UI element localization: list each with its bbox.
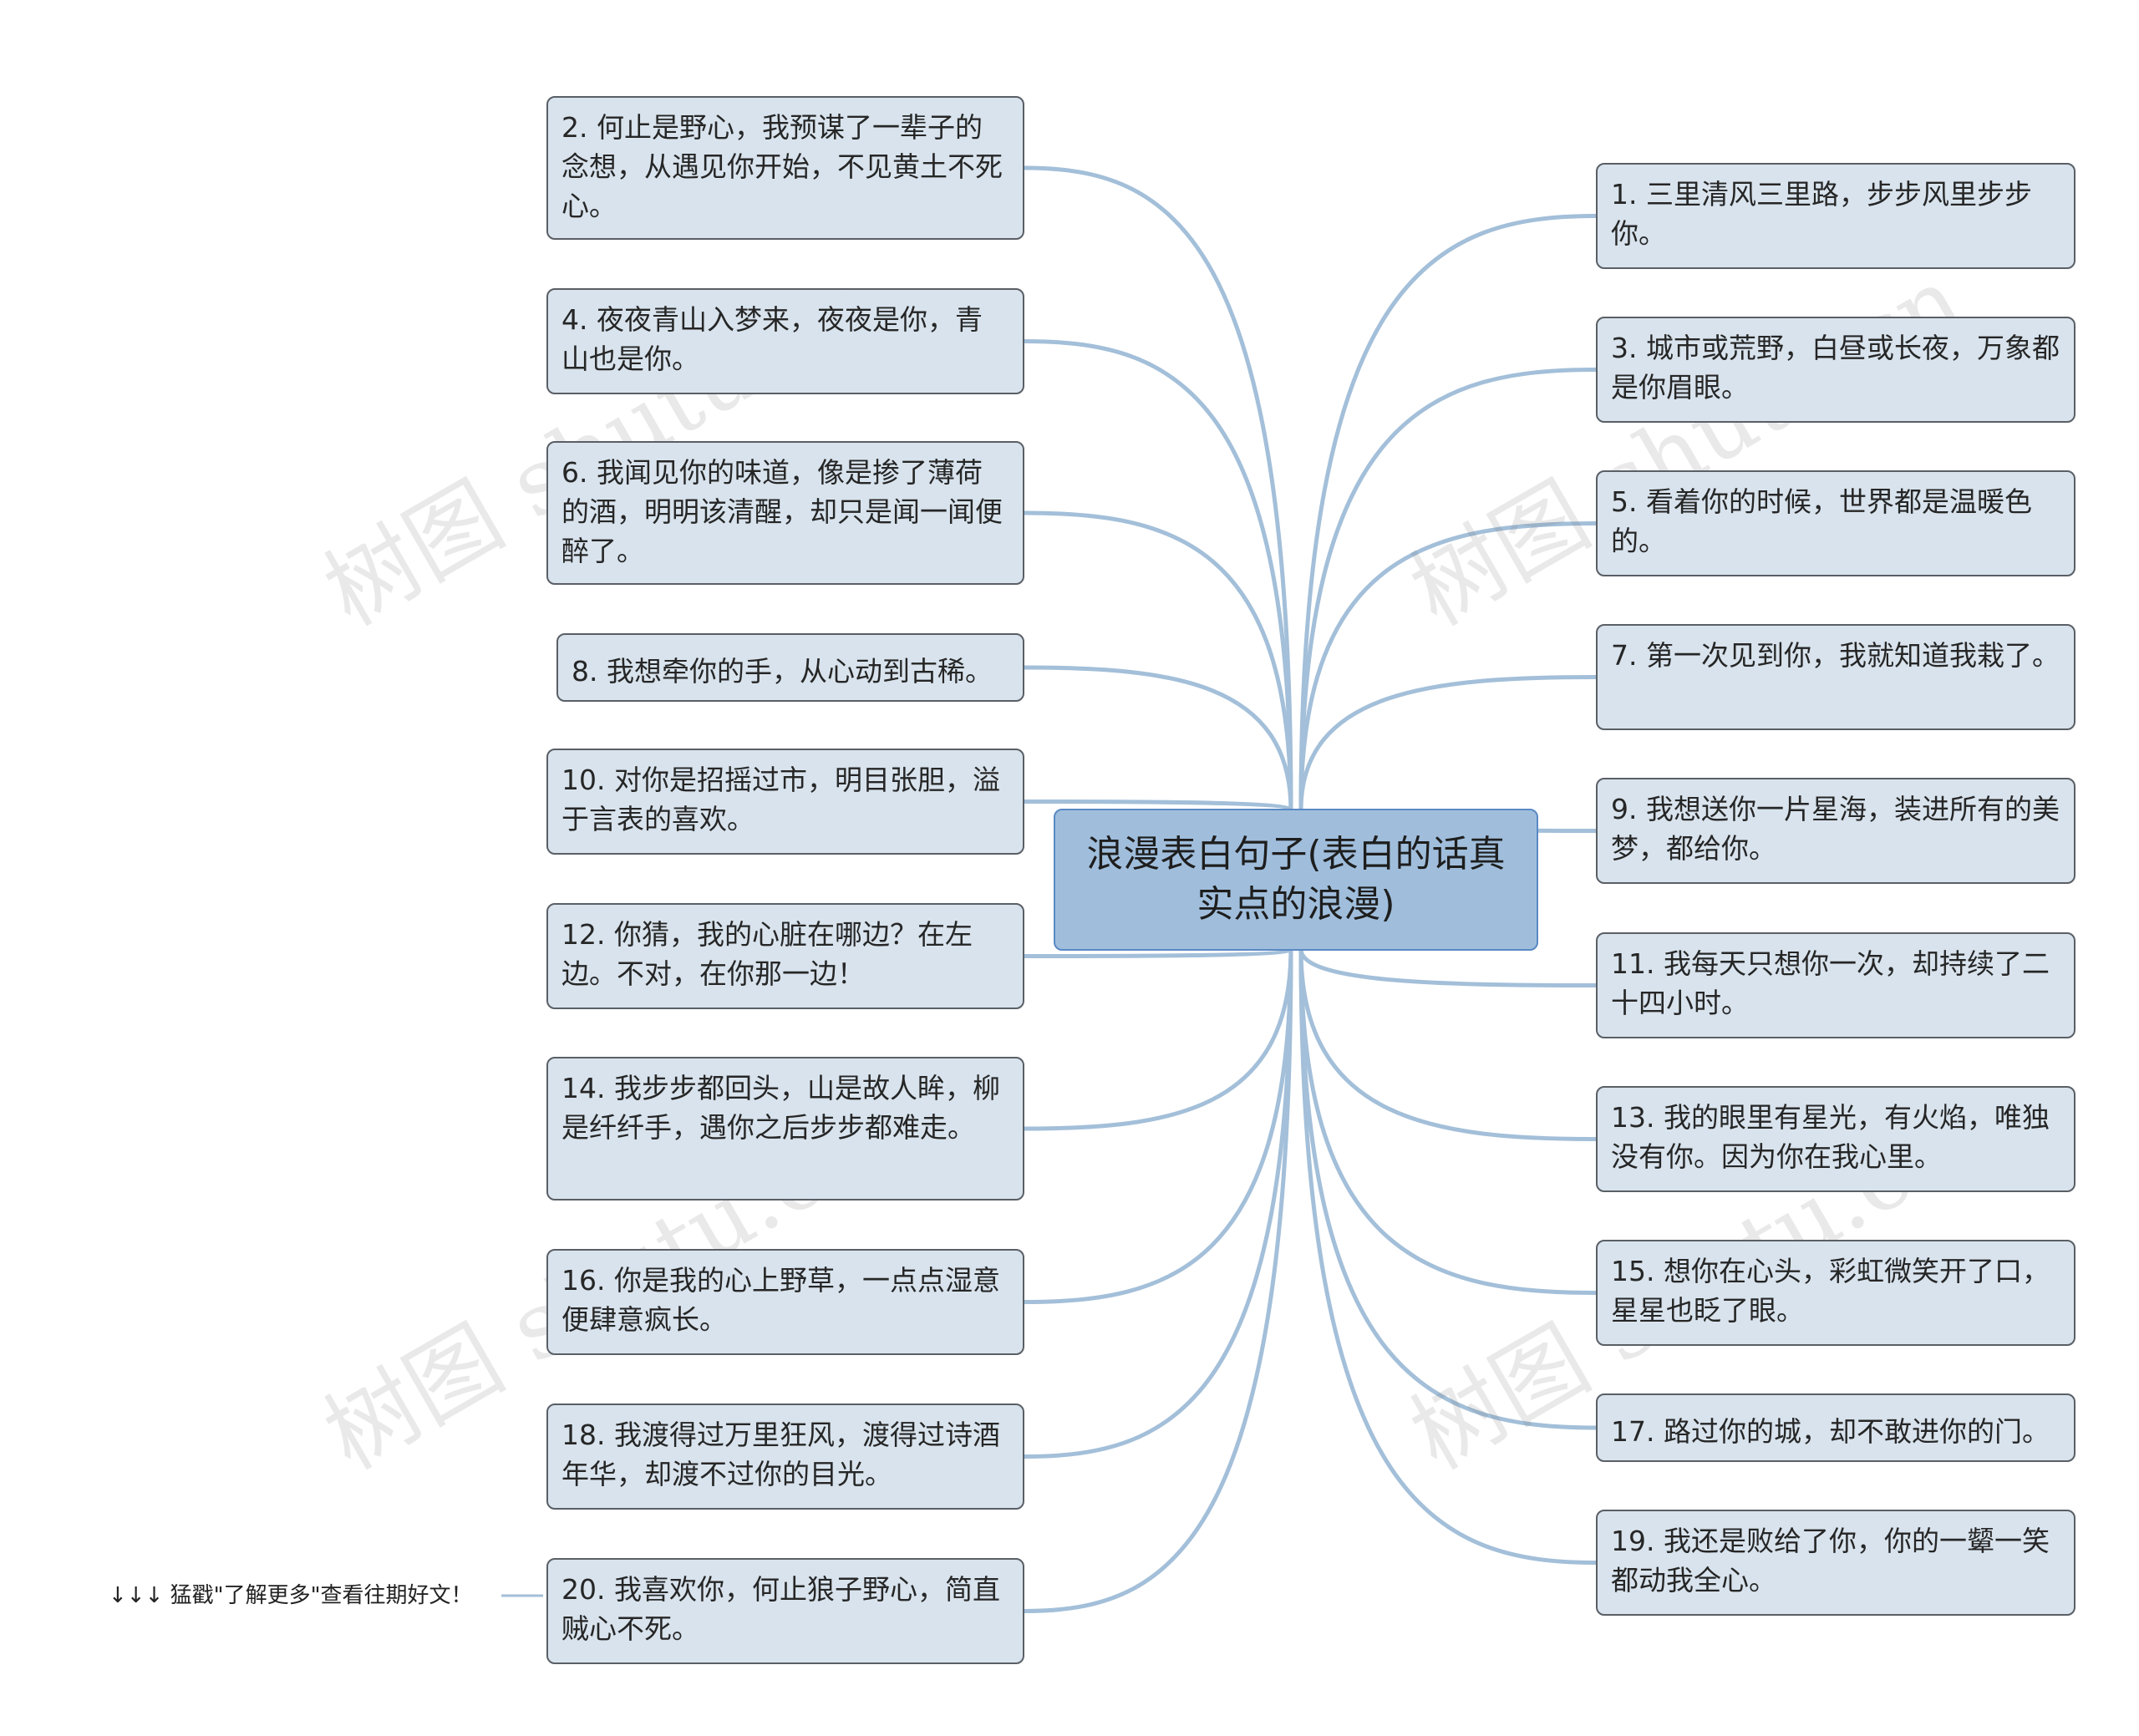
link-left-2: [1024, 339, 1293, 811]
link-right-11: [1298, 214, 1597, 811]
topic-node-left-10[interactable]: 20. 我喜欢你，何止狼子野心，简直贼心不死。: [546, 1558, 1024, 1664]
topic-node-left-9[interactable]: 18. 我渡得过万里狂风，渡得过诗酒年华，却渡不过你的目光。: [546, 1404, 1024, 1510]
link-right-19: [1298, 948, 1597, 1430]
link-right-12: [1298, 368, 1597, 811]
topic-node-left-1[interactable]: 2. 何止是野心，我预谋了一辈子的念想，从遇见你开始，不见黄土不死心。: [546, 96, 1024, 240]
topic-node-left-5[interactable]: 10. 对你是招摇过市，明目张胆，溢于言表的喜欢。: [546, 749, 1024, 855]
topic-node-right-3[interactable]: 5. 看着你的时候，世界都是温暖色的。: [1596, 470, 2075, 576]
link-left-9: [1024, 948, 1293, 1459]
topic-node-right-7[interactable]: 13. 我的眼里有星光，有火焰，唯独没有你。因为你在我心里。: [1596, 1086, 2075, 1192]
topic-node-left-2[interactable]: 4. 夜夜青山入梦来，夜夜是你，青山也是你。: [546, 288, 1024, 394]
topic-node-left-3[interactable]: 6. 我闻见你的味道，像是掺了薄荷的酒，明明该清醒，却只是闻一闻便醉了。: [546, 441, 1024, 585]
topic-node-left-6[interactable]: 12. 你猜，我的心脏在哪边？在左边。不对，在你那一边！: [546, 903, 1024, 1009]
link-right-16: [1298, 948, 1597, 987]
link-left-1: [1024, 165, 1293, 811]
link-right-17: [1298, 948, 1597, 1141]
link-right-18: [1298, 948, 1597, 1295]
topic-node-right-10[interactable]: 19. 我还是败给了你，你的一颦一笑都动我全心。: [1596, 1510, 2075, 1616]
link-left-3: [1024, 510, 1293, 811]
root-topic-label: 浪漫表白句子(表白的话真实点的浪漫): [1086, 833, 1506, 926]
link-left-7: [1024, 948, 1293, 1131]
link-right-13: [1298, 521, 1597, 811]
topic-node-right-6[interactable]: 11. 我每天只想你一次，却持续了二十四小时。: [1596, 932, 2075, 1038]
topic-node-right-8[interactable]: 15. 想你在心头，彩虹微笑开了口，星星也眨了眼。: [1596, 1240, 2075, 1346]
footer-note[interactable]: ↓↓↓ 猛戳"了解更多"查看往期好文！: [109, 1583, 473, 1608]
link-left-8: [1024, 948, 1293, 1304]
link-left-6: [1024, 947, 1293, 958]
topic-node-left-8[interactable]: 16. 你是我的心上野草，一点点湿意便肆意疯长。: [546, 1249, 1024, 1355]
topic-node-right-9[interactable]: 17. 路过你的城，却不敢进你的门。: [1596, 1393, 2075, 1462]
topic-node-right-4[interactable]: 7. 第一次见到你，我就知道我栽了。: [1596, 624, 2075, 730]
link-right-20: [1298, 948, 1597, 1565]
link-right-14: [1298, 675, 1597, 811]
link-left-10: [1024, 948, 1293, 1613]
topic-node-left-7[interactable]: 14. 我步步都回头，山是故人眸，柳是纤纤手，遇你之后步步都难走。: [546, 1057, 1024, 1200]
topic-node-right-2[interactable]: 3. 城市或荒野，白昼或长夜，万象都是你眉眼。: [1596, 317, 2075, 423]
topic-node-right-1[interactable]: 1. 三里清风三里路，步步风里步步你。: [1596, 163, 2075, 269]
topic-node-left-4[interactable]: 8. 我想牵你的手，从心动到古稀。: [556, 633, 1024, 702]
topic-node-right-5[interactable]: 9. 我想送你一片星海，装进所有的美梦，都给你。: [1596, 778, 2075, 884]
root-topic[interactable]: 浪漫表白句子(表白的话真实点的浪漫): [1054, 809, 1538, 951]
link-left-4: [1024, 665, 1293, 811]
link-left-5: [1024, 799, 1293, 813]
